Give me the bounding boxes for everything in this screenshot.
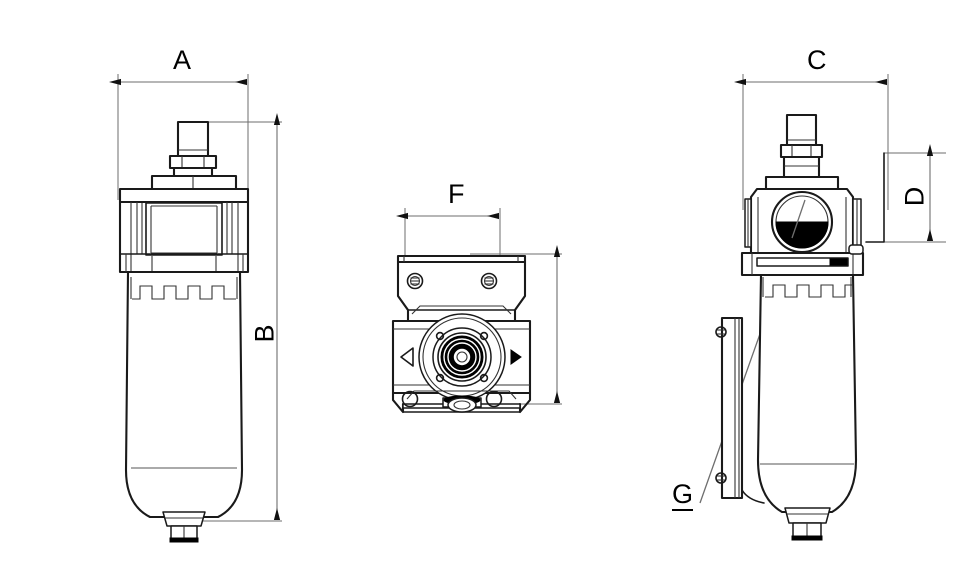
dimension-b — [196, 113, 282, 522]
dimension-a — [109, 74, 249, 200]
mounting-bracket — [715, 316, 765, 504]
dimension-label-a: A — [173, 45, 192, 75]
dimension-label-c: C — [807, 45, 827, 75]
dimension-label-d: D — [899, 186, 930, 207]
upper-flange — [396, 254, 527, 324]
center-port — [418, 313, 506, 401]
dimension-c — [734, 74, 889, 210]
sight-glass — [770, 190, 834, 254]
drain-valve-side — [784, 507, 831, 541]
flow-arrow-left — [400, 347, 414, 367]
drain-valve — [162, 511, 206, 543]
dimension-label-b: B — [249, 324, 280, 343]
head-body-block — [118, 187, 250, 274]
dimension-label-f: F — [448, 179, 465, 209]
flow-arrow-right — [510, 349, 522, 365]
bowl-container — [124, 270, 244, 519]
side-view — [699, 74, 946, 541]
front-view — [109, 74, 282, 543]
dimension-f — [396, 208, 501, 262]
screw-boss-right — [480, 272, 498, 290]
drain-plan — [442, 395, 482, 413]
dimension-label-g: G — [672, 479, 694, 511]
screw-boss-left — [406, 272, 424, 290]
top-view — [391, 208, 562, 414]
top-cap-plate-side — [764, 175, 840, 191]
bowl-container-side — [756, 273, 858, 514]
dimension-d — [865, 144, 946, 243]
top-cap-plate — [150, 174, 238, 192]
fill-plug-assembly-side — [779, 113, 824, 179]
